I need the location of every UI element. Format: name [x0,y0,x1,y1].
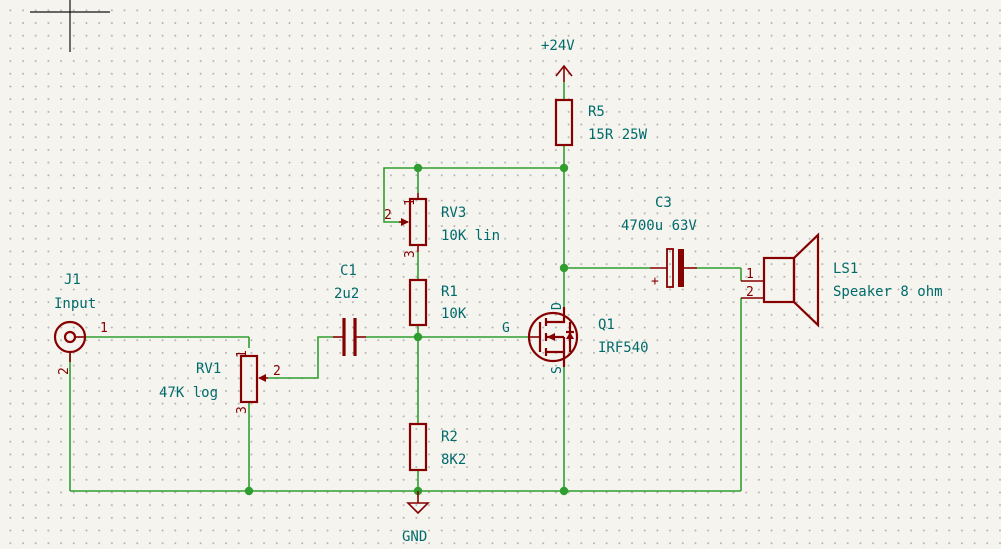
junction-dot [559,263,569,273]
capacitor-c3[interactable]: + C3 4700u 63V [621,195,697,289]
junction-dot [244,486,254,496]
power-symbol-gnd[interactable]: GND [402,491,430,545]
rv1-pin2-number: 2 [273,364,281,379]
rv3-pin1-number: 1 [403,198,418,206]
junction-dot [413,163,423,173]
potentiometer-rv3[interactable]: 1 2 3 RV3 10K lin [384,193,500,258]
rv1-ref: RV1 [196,361,221,377]
ls1-value: Speaker 8 ohm [833,284,943,300]
j1-value: Input [54,296,96,312]
q1-value: IRF540 [598,340,649,356]
resistor-r1[interactable]: R1 10K [408,278,467,327]
j1-pin1-number: 1 [100,321,108,336]
power-symbol-vcc[interactable]: +24V [541,38,575,82]
r2-value: 8K2 [441,452,466,468]
r1-value: 10K [441,306,467,322]
r5-value: 15R 25W [588,127,648,143]
mosfet-q1[interactable]: G D S Q1 IRF540 [502,302,649,374]
speaker-ls1[interactable]: 1 2 LS1 Speaker 8 ohm [741,232,943,328]
connector-j1[interactable]: 1 2 J1 Input [53,272,108,375]
resistor-r2[interactable]: R2 8K2 [408,422,466,472]
rv1-pin3-number: 3 [235,406,250,414]
q1-drain-label: D [550,302,565,310]
junctions [244,163,569,496]
r5-ref: R5 [588,104,605,120]
c3-plus-marker: + [651,274,659,289]
c3-ref: C3 [655,195,672,211]
q1-ref: Q1 [598,317,615,333]
capacitor-c1[interactable]: C1 2u2 [333,263,366,356]
ls1-ref: LS1 [833,261,858,277]
c3-value: 4700u 63V [621,218,697,234]
j1-ref: J1 [64,272,81,288]
gnd-label: GND [402,529,427,545]
ls1-pin2-number: 2 [746,285,754,300]
j1-pin2-number: 2 [57,367,72,375]
c1-ref: C1 [340,263,357,279]
junction-dot [559,163,569,173]
vcc-label: +24V [541,38,575,54]
r2-ref: R2 [441,429,458,445]
r1-ref: R1 [441,284,458,300]
q1-gate-label: G [502,321,510,336]
junction-dot [559,486,569,496]
c1-value: 2u2 [334,286,359,302]
potentiometer-rv1[interactable]: 1 2 3 RV1 47K log [159,350,281,414]
rv3-value: 10K lin [441,228,500,244]
resistor-r5[interactable]: R5 15R 25W [554,98,648,147]
junction-dot [413,332,423,342]
ls1-pin1-number: 1 [746,267,754,282]
q1-source-label: S [550,366,565,374]
rv3-pin2-number: 2 [384,208,392,223]
rv3-pin3-number: 3 [403,250,418,258]
crosshair-cursor [30,0,110,52]
wires[interactable] [69,82,742,492]
rv3-ref: RV3 [441,205,466,221]
rv1-value: 47K log [159,385,218,401]
rv1-pin1-number: 1 [235,350,250,358]
